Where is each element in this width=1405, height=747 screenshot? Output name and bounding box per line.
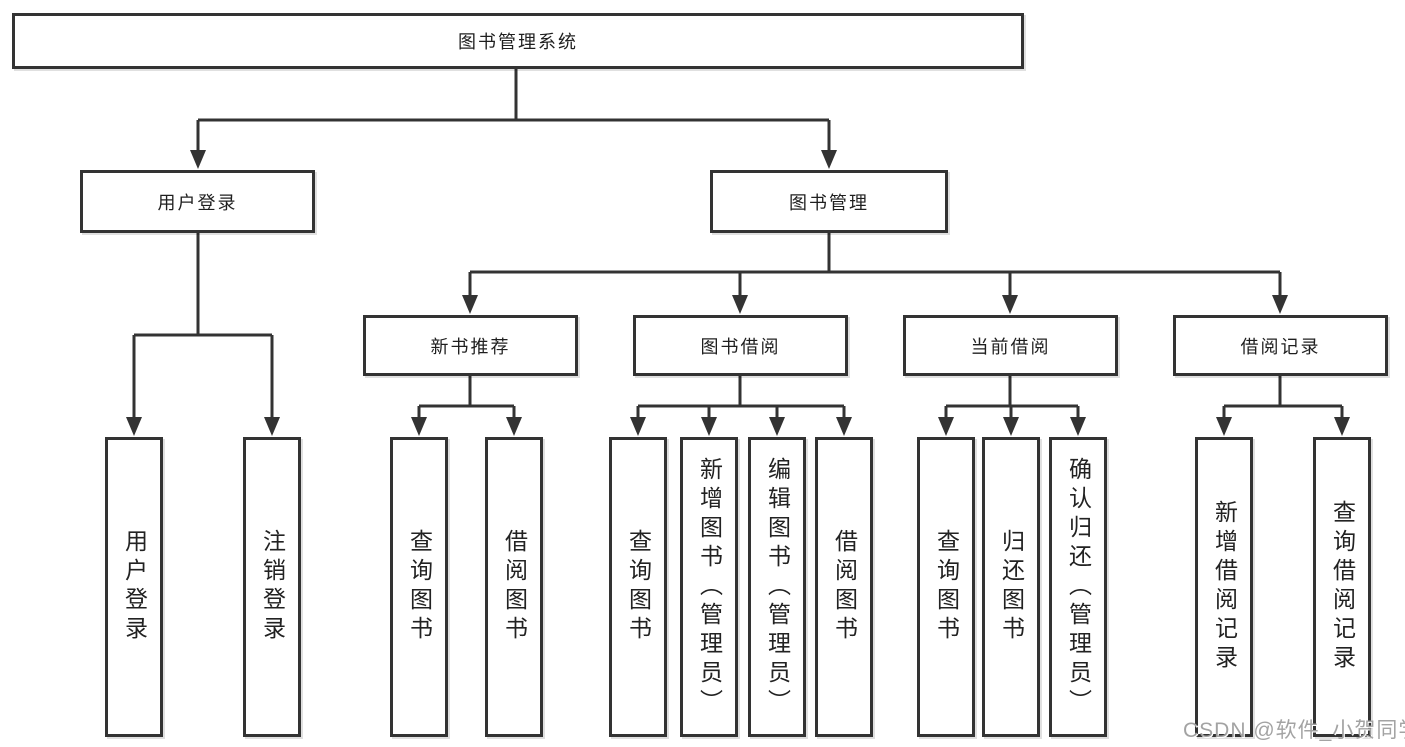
leaf-edit-books-admin-label: 编辑图书（管理员） xyxy=(764,456,791,718)
leaf-query-books-3: 查询图书 xyxy=(917,437,975,737)
node-book-borrow: 图书借阅 xyxy=(633,315,848,376)
leaf-confirm-return-admin-label: 确认归还（管理员） xyxy=(1065,456,1092,718)
leaf-add-books-admin: 新增图书（管理员） xyxy=(680,437,738,737)
node-borrow-records: 借阅记录 xyxy=(1173,315,1388,376)
leaf-edit-books-admin: 编辑图书（管理员） xyxy=(748,437,806,737)
leaf-borrow-books-2-label: 借阅图书 xyxy=(831,529,858,645)
leaf-borrow-books-1-label: 借阅图书 xyxy=(501,529,528,645)
leaf-query-books-2: 查询图书 xyxy=(609,437,667,737)
node-new-book-recommend: 新书推荐 xyxy=(363,315,578,376)
leaf-logout-label: 注销登录 xyxy=(259,529,286,645)
leaf-confirm-return-admin: 确认归还（管理员） xyxy=(1049,437,1107,737)
node-current-borrow-label: 当前借阅 xyxy=(970,336,1051,357)
leaf-add-borrow-record-label: 新增借阅记录 xyxy=(1211,500,1238,674)
node-user-login-branch: 用户登录 xyxy=(80,170,315,233)
node-borrow-records-label: 借阅记录 xyxy=(1240,336,1321,357)
leaf-query-books-1: 查询图书 xyxy=(390,437,448,737)
node-current-borrow: 当前借阅 xyxy=(903,315,1118,376)
leaf-query-borrow-record: 查询借阅记录 xyxy=(1313,437,1371,737)
node-new-book-recommend-label: 新书推荐 xyxy=(430,336,511,357)
node-root-label: 图书管理系统 xyxy=(458,32,578,52)
leaf-query-books-1-label: 查询图书 xyxy=(406,529,433,645)
leaf-return-books: 归还图书 xyxy=(982,437,1040,737)
leaf-query-books-2-label: 查询图书 xyxy=(625,529,652,645)
leaf-borrow-books-2: 借阅图书 xyxy=(815,437,873,737)
node-book-management: 图书管理 xyxy=(710,170,948,233)
leaf-add-borrow-record: 新增借阅记录 xyxy=(1195,437,1253,737)
leaf-query-books-3-label: 查询图书 xyxy=(933,529,960,645)
leaf-add-books-admin-label: 新增图书（管理员） xyxy=(696,456,723,718)
leaf-user-login: 用户登录 xyxy=(105,437,163,737)
node-root-system: 图书管理系统 xyxy=(12,13,1024,69)
leaf-user-login-label: 用户登录 xyxy=(121,529,148,645)
node-user-login-branch-label: 用户登录 xyxy=(157,192,238,213)
leaf-logout: 注销登录 xyxy=(243,437,301,737)
node-book-borrow-label: 图书借阅 xyxy=(700,336,781,357)
node-book-management-label: 图书管理 xyxy=(789,192,869,213)
csdn-watermark: CSDN @软件_小贺同学 xyxy=(1183,719,1405,742)
leaf-borrow-books-1: 借阅图书 xyxy=(485,437,543,737)
leaf-return-books-label: 归还图书 xyxy=(998,529,1025,645)
leaf-query-borrow-record-label: 查询借阅记录 xyxy=(1329,500,1356,674)
